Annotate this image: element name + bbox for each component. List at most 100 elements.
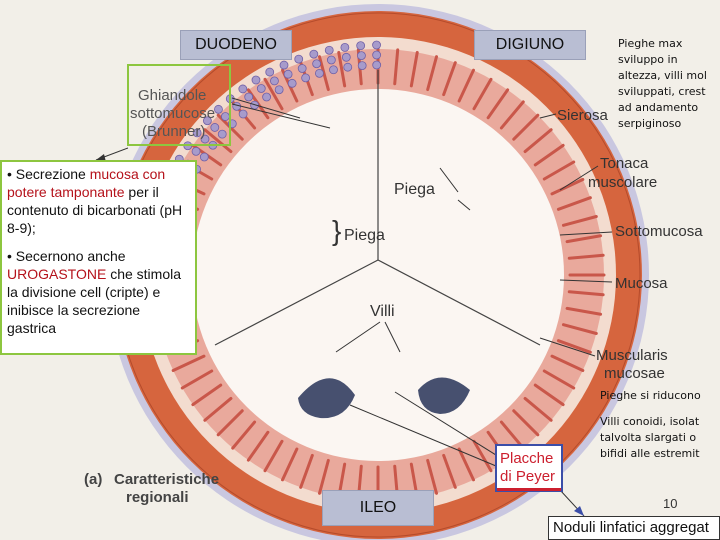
brunner-gland — [232, 101, 242, 111]
villus-mark — [426, 458, 438, 495]
brunner-gland — [256, 84, 266, 93]
label-villi: Villi — [370, 303, 395, 320]
brunner-gland — [279, 60, 289, 70]
brunner-gland — [214, 104, 223, 114]
linfatici-label-box: Noduli linfatici aggregat — [548, 516, 720, 540]
brunner-gland — [372, 60, 382, 70]
villus-mark — [550, 354, 585, 373]
villus-mark — [567, 253, 605, 260]
villus-mark — [318, 55, 330, 92]
villus-mark — [337, 50, 347, 88]
label-muscularis-2: mucosae — [604, 365, 665, 382]
peyer-label-2: di Peyer — [500, 468, 556, 485]
villus-mark — [442, 453, 457, 489]
ileo-note-pieghe: Pieghe si riducono — [600, 389, 701, 402]
villus-mark — [191, 383, 223, 407]
bracket-piega: } — [332, 215, 341, 246]
brunner-gland — [340, 42, 350, 52]
villus-mark — [280, 447, 299, 482]
brunner-gland — [217, 129, 227, 139]
brunner-gland — [202, 116, 212, 126]
villus-mark — [442, 61, 457, 97]
villus-mark — [426, 55, 438, 92]
brunner-label-3: (Brunner) — [142, 123, 205, 140]
caption-line-2: regionali — [126, 489, 189, 506]
callout-point-1-start: • Secrezione — [7, 166, 90, 182]
brunner-gland — [357, 61, 367, 70]
digiuno-note-line-4: sviluppati, crest — [618, 85, 706, 98]
villus-mark — [457, 447, 476, 482]
digiuno-note-line-3: altezza, villi mol — [618, 69, 707, 82]
villus-mark — [246, 430, 270, 462]
segment-label-duodeno: DUODENO — [180, 30, 292, 60]
villus-mark — [393, 48, 400, 86]
villus-mark — [542, 160, 576, 181]
peyer-patch-right — [418, 377, 470, 414]
brunner-gland — [192, 128, 202, 138]
villus-mark — [499, 420, 525, 450]
villus-mark — [263, 77, 284, 111]
villus-mark — [409, 50, 419, 88]
villus-mark — [216, 409, 244, 437]
brunner-gland — [244, 92, 254, 102]
villus-mark — [171, 354, 206, 373]
brunner-gland — [200, 134, 210, 144]
villus-mark — [231, 420, 257, 450]
villus-mark — [180, 369, 214, 390]
brunner-highlight-box — [127, 64, 231, 146]
brunner-gland — [294, 54, 304, 64]
brunner-gland — [372, 40, 381, 50]
villus-mark — [561, 215, 598, 227]
brunner-gland — [251, 75, 261, 85]
brunner-gland — [343, 62, 353, 72]
villus-mark — [533, 143, 565, 167]
label-mucosa: Mucosa — [615, 275, 668, 292]
brunner-gland — [199, 152, 209, 162]
callout-point-2-end: che stimola la divisione cell (cripte) e… — [7, 266, 182, 336]
label-sierosa: Sierosa — [557, 107, 609, 124]
villus-mark — [299, 453, 314, 489]
brunner-gland — [265, 67, 275, 77]
villus-mark — [203, 128, 233, 154]
ileo-note-villi: Villi conoidi, isolat talvolta slargati … — [600, 414, 720, 462]
villus-mark — [203, 396, 233, 422]
callout-point-2: • Secernono anche UROGASTONE che stimola… — [7, 247, 190, 337]
brunner-gland — [274, 85, 284, 95]
villus-mark — [561, 323, 598, 335]
brunner-gland — [324, 45, 334, 55]
villus-mark — [565, 234, 603, 244]
label-muscularis-1: Muscularis — [596, 347, 668, 364]
villus-mark — [533, 383, 565, 407]
brunner-gland — [315, 68, 324, 78]
digiuno-note: Pieghe max sviluppo in altezza, villi mo… — [618, 36, 720, 132]
brunner-gland — [287, 78, 297, 88]
brunner-label-2: sottomucose — [130, 105, 215, 122]
brunner-gland — [312, 59, 322, 69]
villus-mark — [567, 290, 605, 297]
brunner-gland — [329, 65, 338, 75]
villus-mark — [523, 396, 553, 422]
brunner-gland — [309, 49, 319, 59]
label-tonaca-1: Tonaca — [600, 155, 649, 172]
peyer-label-1: Placche — [500, 450, 554, 467]
label-sottomucosa: Sottomucosa — [615, 223, 703, 240]
brunner-gland — [301, 73, 311, 83]
villus-mark — [472, 439, 493, 473]
brunner-gland — [372, 50, 382, 60]
villus-mark — [472, 77, 493, 111]
ileo-note-villi-line-2: talvolta slargati o — [600, 431, 697, 444]
digiuno-note-line-2: sviluppo in — [618, 53, 678, 66]
segment-label-ileo: ILEO — [322, 490, 434, 526]
brunner-label-1: Ghiandole — [138, 87, 206, 104]
label-piega-left: Piega — [344, 227, 385, 244]
peyer-underline — [497, 488, 561, 491]
divider-left — [214, 259, 379, 346]
brunner-gland — [210, 123, 220, 132]
brunner-gland — [283, 69, 293, 79]
brunner-gland — [356, 41, 366, 51]
ileo-note-villi-line-1: Villi conoidi, isolat — [600, 415, 700, 428]
peyer-highlight-box: Placche di Peyer — [495, 444, 563, 492]
brunner-gland — [238, 84, 248, 94]
divider-right — [377, 259, 541, 346]
label-piega-right: Piega — [394, 181, 435, 198]
